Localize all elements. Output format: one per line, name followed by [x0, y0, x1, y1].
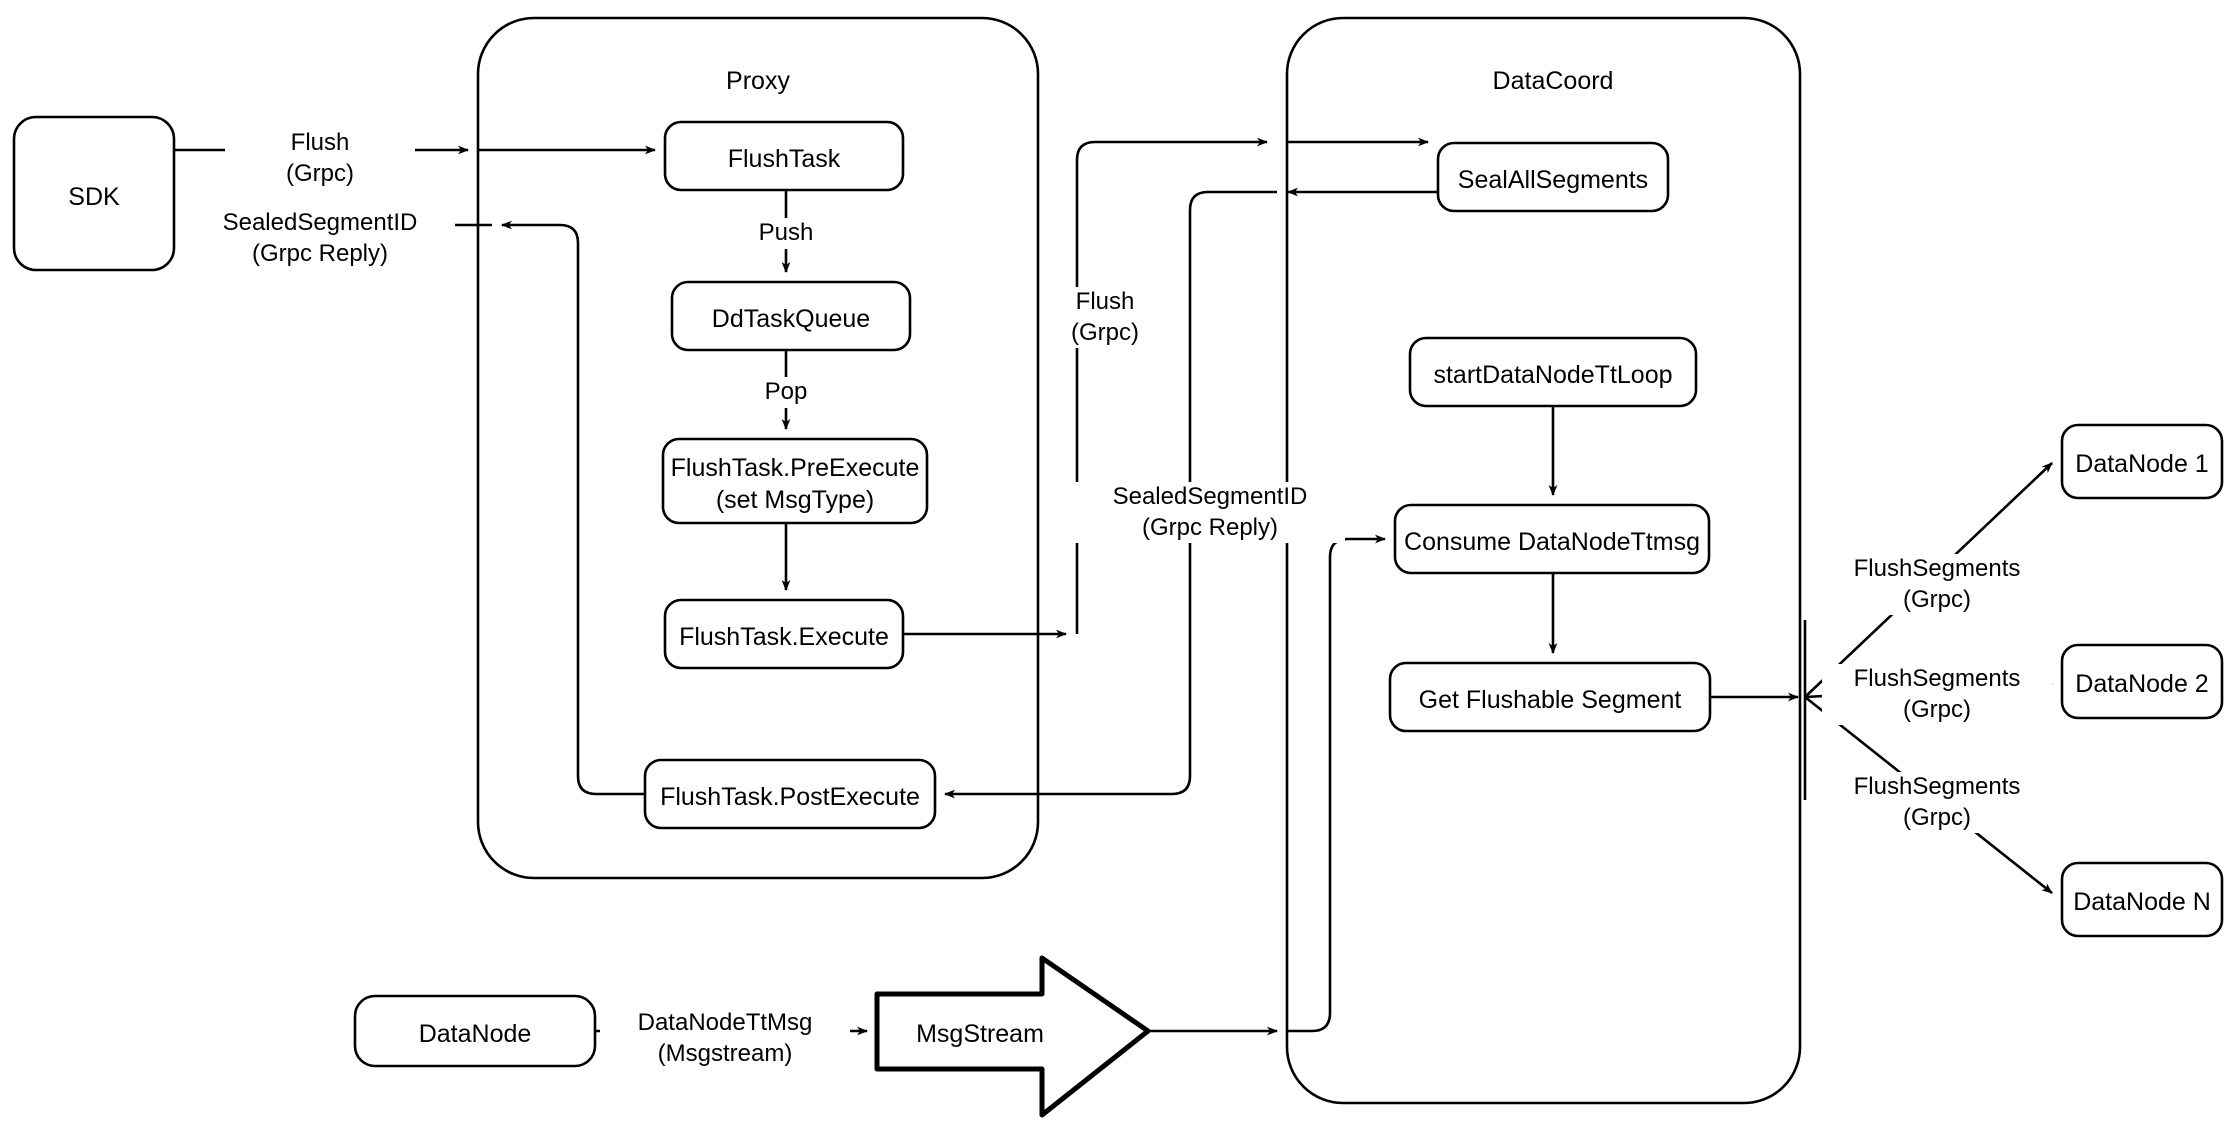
node-label-flush-task-execute: FlushTask.Execute [679, 623, 889, 651]
node-flush-task-box[interactable] [663, 120, 905, 192]
edge-label-flush-segments-1: FlushSegments (Grpc) [1822, 554, 2052, 616]
node-dd-task-queue-box[interactable] [670, 280, 912, 352]
node-label-datanode-2: DataNode 2 [2075, 670, 2209, 698]
node-msg-stream-shape[interactable] [874, 955, 1151, 1118]
node-label-dd-task-queue: DdTaskQueue [711, 305, 871, 333]
node-label-flush-task: FlushTask [727, 145, 841, 173]
edge-label-datacoord-to-proxy: SealedSegmentID (Grpc Reply) [1075, 482, 1345, 544]
node-label-get-flushable-segment: Get Flushable Segment [1418, 686, 1682, 714]
node-label-sdk: SDK [68, 183, 120, 211]
node-sdk-box[interactable] [12, 115, 176, 272]
node-seal-all-segments-box[interactable] [1436, 141, 1670, 213]
node-label-flush-task-preexecute: FlushTask.PreExecute (set MsgType) [670, 454, 920, 514]
edge-postexecute-return-path [501, 220, 645, 796]
edge-label-flush-segments-n: FlushSegments (Grpc) [1822, 772, 2052, 834]
node-label-consume-datanode-ttmsg: Consume DataNodeTtmsg [1404, 528, 1700, 556]
edge-label-proxy-to-sdk: SealedSegmentID (Grpc Reply) [185, 208, 455, 270]
group-label-datacoord: DataCoord [1492, 67, 1614, 95]
edge-label-sdk-to-proxy: Flush (Grpc) [225, 128, 415, 190]
node-datanode-1-box[interactable] [2060, 423, 2224, 500]
node-flush-task-preexecute-box[interactable] [661, 437, 929, 525]
group-datacoord-border [1285, 16, 1802, 1105]
edge-label-flush-segments-2: FlushSegments (Grpc) [1822, 664, 2052, 726]
node-label-flush-task-postexecute: FlushTask.PostExecute [660, 783, 920, 811]
node-label-start-datanode-tt-loop: startDataNodeTtLoop [1433, 361, 1673, 389]
edge-flush-to-datacoord [1075, 137, 1268, 634]
node-label-datanode-source: DataNode [418, 1020, 532, 1048]
edge-label-push: Push [726, 218, 846, 249]
edge-label-datanode-to-msgstream: DataNodeTtMsg (Msgstream) [600, 1008, 850, 1070]
edge-msgstream-into-consume [1288, 534, 1386, 1033]
node-datanode-2-box[interactable] [2060, 643, 2224, 720]
group-proxy-border [476, 16, 1040, 880]
edge-label-proxy-to-datacoord: Flush (Grpc) [1040, 287, 1170, 349]
edge-label-pop: Pop [726, 377, 846, 408]
node-label-datanode-1: DataNode 1 [2075, 450, 2209, 478]
group-label-proxy: Proxy [726, 67, 790, 95]
node-datanode-n-box[interactable] [2060, 861, 2224, 938]
node-label-datanode-n: DataNode N [2073, 888, 2211, 916]
node-label-seal-all-segments: SealAllSegments [1457, 166, 1649, 194]
node-label-msg-stream: MsgStream [916, 1020, 1044, 1048]
